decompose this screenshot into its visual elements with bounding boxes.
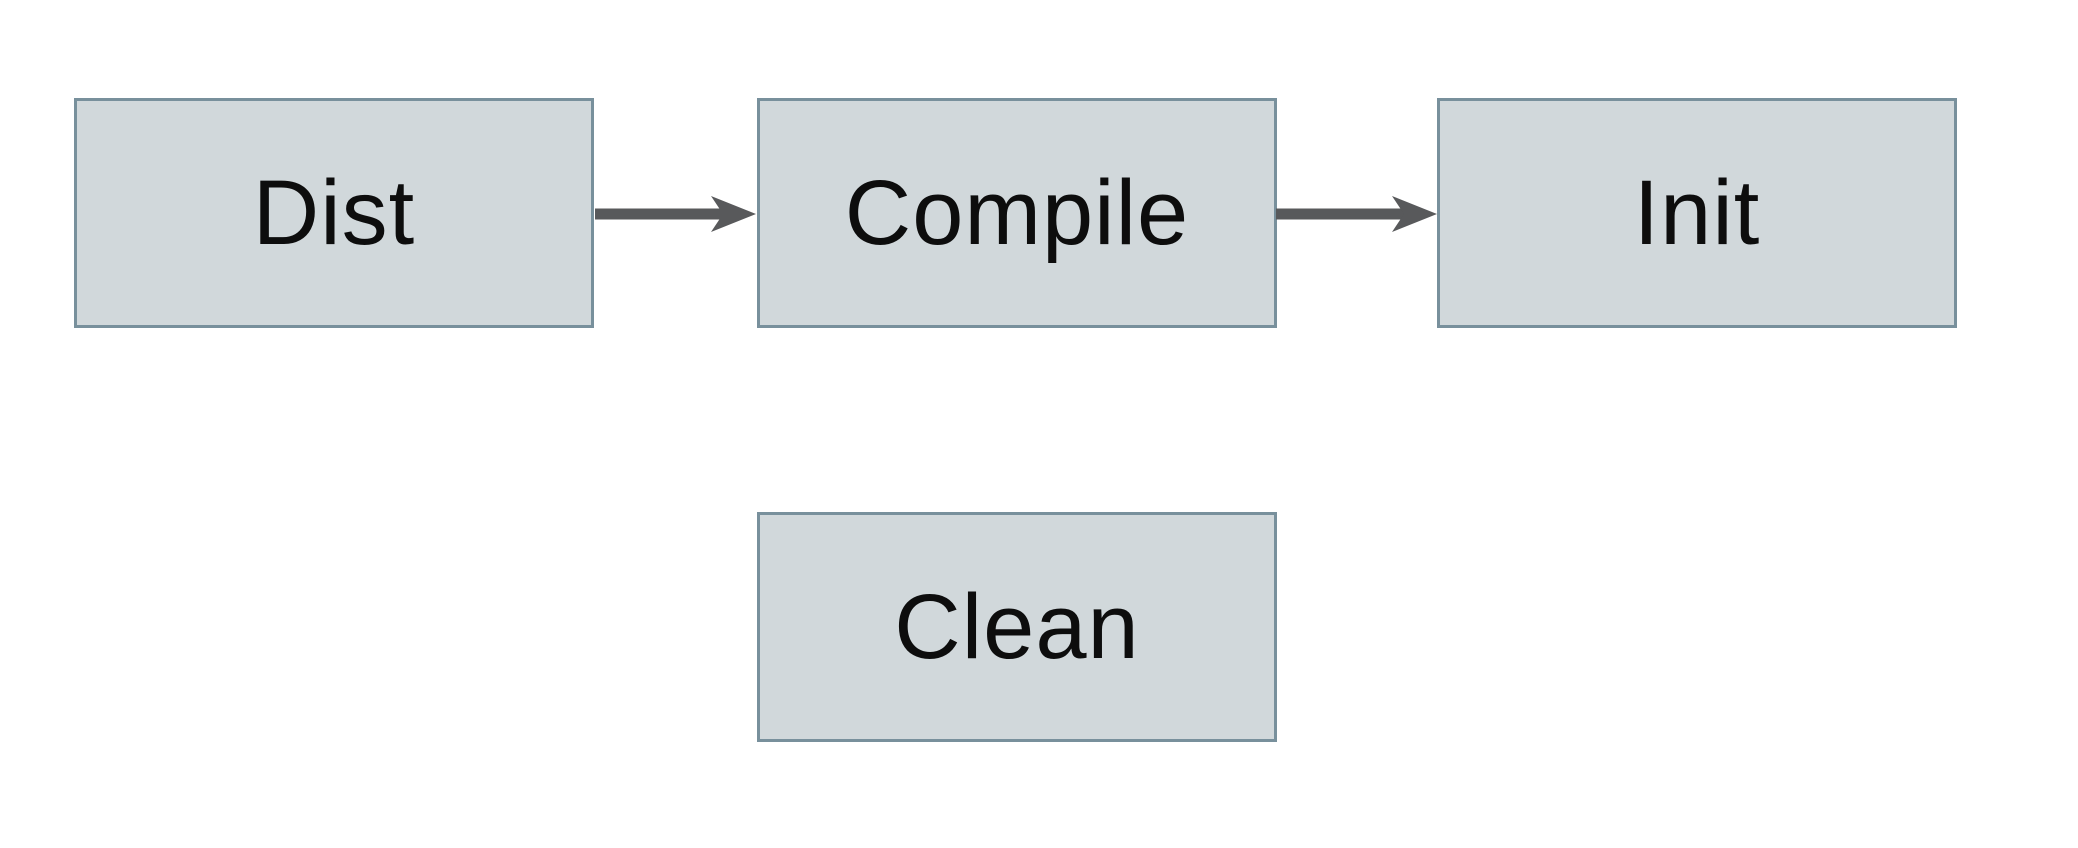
node-dist-label: Dist: [252, 162, 416, 264]
node-init-label: Init: [1633, 162, 1761, 264]
connector-arrow-dist-to-compile: [595, 196, 756, 232]
arrowhead-icon: [1392, 196, 1437, 232]
node-compile: Compile: [757, 98, 1277, 328]
arrowhead-icon: [711, 196, 756, 232]
arrow-shaft: [1276, 208, 1404, 220]
node-dist: Dist: [74, 98, 594, 328]
node-clean-label: Clean: [894, 576, 1140, 678]
node-init: Init: [1437, 98, 1957, 328]
node-compile-label: Compile: [844, 162, 1190, 264]
node-clean: Clean: [757, 512, 1277, 742]
arrow-shaft: [595, 208, 723, 220]
connector-arrow-compile-to-init: [1276, 196, 1437, 232]
